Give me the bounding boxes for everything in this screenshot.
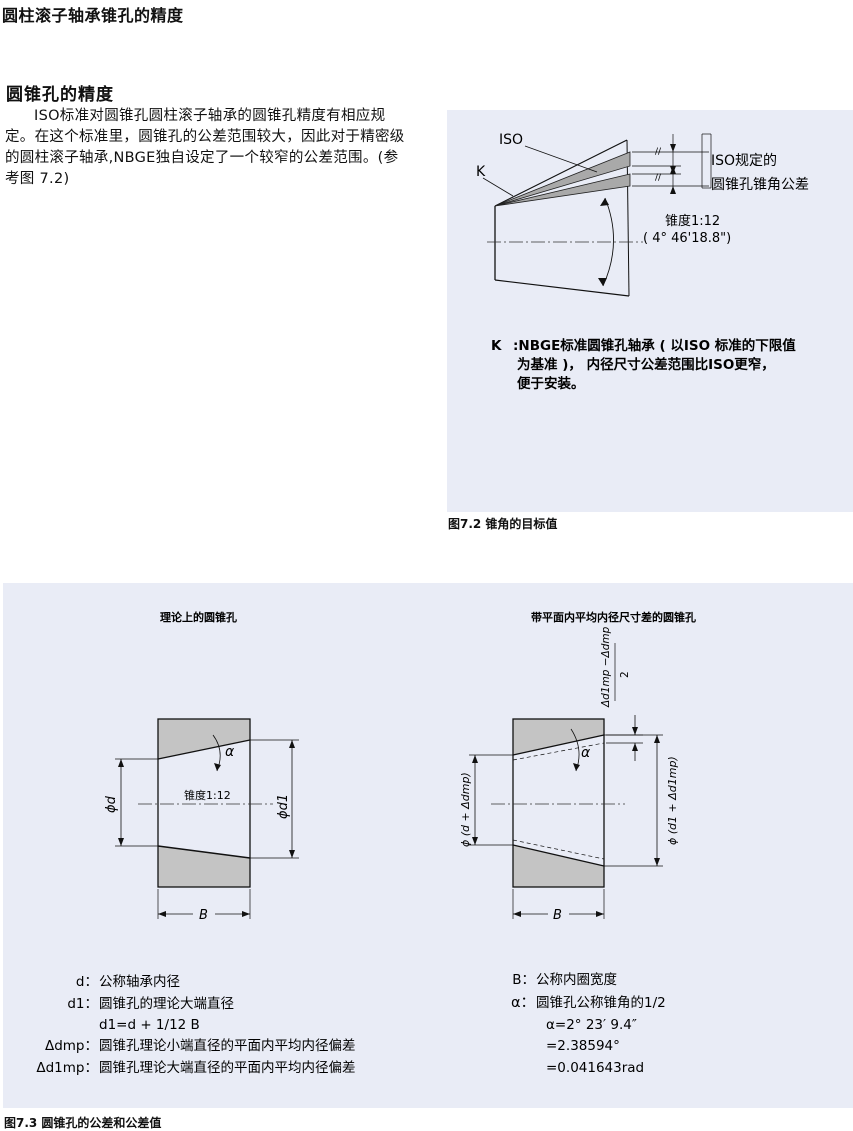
right-lower-section [513, 845, 604, 887]
legend-right-key-1: α： [511, 995, 535, 1011]
right-bore-lower-line [512, 844, 605, 867]
right-phi-d-label: ϕ (d + Δdmp) [459, 772, 472, 847]
k-leader [482, 177, 514, 197]
legend-left-key-3: Δdmp： [45, 1038, 98, 1054]
right-b-label: B [553, 908, 562, 923]
legend-left-key-4: Δd1mp： [36, 1060, 98, 1076]
taper-lower-edge [494, 279, 630, 297]
right-phi-d1-label: ϕ (d1 + Δd1mp) [666, 756, 679, 845]
legend-left-formula: d1=d + 1/12 B [99, 1017, 200, 1033]
figure-7-3-caption: 图7.3 圆锥孔的公差和公差值 [4, 1116, 162, 1130]
iso-leader [524, 145, 598, 173]
intro-text: ISO标准对圆锥孔圆柱滚子轴承的圆锥孔精度有相应规定。在这个标准里，圆锥孔的公差… [5, 108, 405, 187]
dim-arrow-3 [670, 166, 676, 174]
left-bore-outline [157, 718, 251, 888]
left-d-arrow-top [118, 759, 124, 767]
right-delta-arrow-bottom [632, 743, 638, 751]
right-upper-section [513, 719, 604, 755]
angle-arc [602, 197, 614, 287]
k-tolerance-band [494, 173, 631, 207]
left-alpha-label: α [225, 744, 235, 760]
page-title: 圆柱滚子轴承锥孔的精度 [2, 6, 184, 25]
left-phi-d-label: ϕd [104, 795, 119, 813]
section-title: 圆锥孔的精度 [6, 85, 114, 105]
legend-right-text-0: 公称内圈宽度 [536, 971, 617, 988]
legend-right-alpha-value: α=2° 23′ 9.4″ [546, 1017, 637, 1033]
equal-mark-2: // [655, 173, 662, 183]
right-b-arrow-left [513, 911, 521, 917]
legend-left-text-1: 圆锥孔的理论大端直径 [99, 996, 234, 1012]
intro-paragraph: ISO标准对圆锥孔圆柱滚子轴承的圆锥孔精度有相应规定。在这个标准里，圆锥孔的公差… [5, 106, 409, 190]
legend-left-text-3: 圆锥孔理论小端直径的平面内平均内径偏差 [99, 1038, 356, 1054]
legend-left-key-0: d： [76, 974, 98, 990]
left-d-arrow-bottom [118, 838, 124, 846]
delta-fraction-denominator: 2 [619, 671, 631, 678]
right-delta-arrow-top [632, 727, 638, 735]
iso-tolerance-band [494, 151, 631, 207]
right-diagram-title: 带平面内平均内径尺寸差的圆锥孔 [531, 610, 696, 624]
legend-right-key-0: B： [512, 972, 535, 988]
legend-left-text-0: 公称轴承内径 [99, 974, 180, 990]
right-nominal-lower-line [512, 839, 605, 860]
left-d1-arrow-top [289, 740, 295, 748]
left-lower-section [158, 846, 250, 887]
left-bore-lower-line [157, 845, 251, 859]
left-d1-arrow-bottom [289, 850, 295, 858]
iso-tolerance-line2: 圆锥孔锥角公差 [711, 177, 809, 193]
left-bore-upper-line [157, 739, 251, 760]
delta-fraction-numerator: Δd1mp −Δdmp [600, 626, 612, 708]
label-k: K [476, 164, 486, 180]
legend-left-key-1: d1： [67, 996, 98, 1012]
taper-angle-diagram: // // ISO K ISO规定的 圆锥孔锥角公差 锥度1:12 ( 4° 4… [476, 132, 809, 392]
angle-arrow-top [600, 198, 609, 206]
right-bore-upper-line [512, 734, 605, 756]
left-phi-d1-label: ϕd1 [276, 794, 291, 819]
taper-upper-edge [494, 139, 628, 207]
right-d1-arrow-bottom [654, 858, 660, 866]
note-key: K [491, 338, 502, 354]
left-b-arrow-left [158, 911, 166, 917]
right-alpha-arrow [573, 763, 580, 771]
left-diagram-title: 理论上的圆锥孔 [160, 610, 237, 624]
dim-arrow-4 [670, 186, 676, 194]
right-b-arrow-right [596, 911, 604, 917]
figure-7-2-panel: // // ISO K ISO规定的 圆锥孔锥角公差 锥度1:12 ( 4° 4… [447, 110, 853, 512]
equal-mark-1: // [655, 147, 662, 157]
taper-angle-label: ( 4° 46'18.8") [643, 231, 731, 246]
legend-right-text-1: 圆锥孔公称锥角的1/2 [536, 995, 666, 1011]
right-d-arrow-top [472, 755, 478, 763]
taper-ratio-label: 锥度1:12 [665, 213, 720, 229]
right-nominal-upper-line [512, 742, 605, 761]
legend-right-degrees: =2.38594° [546, 1038, 620, 1054]
label-iso: ISO [499, 132, 523, 148]
right-d1-arrow-top [654, 735, 660, 743]
tapered-bore-tolerance-diagram: 理论上的圆锥孔 带平面内平均内径尺寸差的圆锥孔 ϕd ϕd1 α 锥度1:12 [36, 610, 696, 1076]
legend-left-text-4: 圆锥孔理论大端直径的平面内平均内径偏差 [99, 1060, 356, 1076]
dim-arrow-1 [670, 144, 676, 152]
left-b-label: B [199, 908, 208, 923]
right-alpha-label: α [581, 745, 591, 761]
figure-7-2-caption: 图7.2 锥角的目标值 [448, 517, 558, 531]
legend-right-radians: =0.041643rad [546, 1060, 644, 1076]
left-taper-label: 锥度1:12 [184, 788, 231, 802]
angle-arrow-bottom [598, 278, 607, 286]
left-b-arrow-right [242, 911, 250, 917]
left-alpha-arrow [214, 763, 221, 771]
right-d-arrow-bottom [472, 837, 478, 845]
iso-tolerance-line1: ISO规定的 [711, 153, 777, 169]
note-line-3: 便于安装。 [517, 375, 585, 392]
note-line-2: 为基准 )， 内径尺寸公差范围比ISO更窄， [517, 356, 775, 373]
note-line-1: :NBGE标准圆锥孔轴承 ( 以ISO 标准的下限值 [513, 337, 796, 354]
figure-7-3-panel: 理论上的圆锥孔 带平面内平均内径尺寸差的圆锥孔 ϕd ϕd1 α 锥度1:12 [3, 583, 853, 1108]
right-bore-outline [512, 718, 605, 888]
left-upper-section [158, 719, 250, 759]
